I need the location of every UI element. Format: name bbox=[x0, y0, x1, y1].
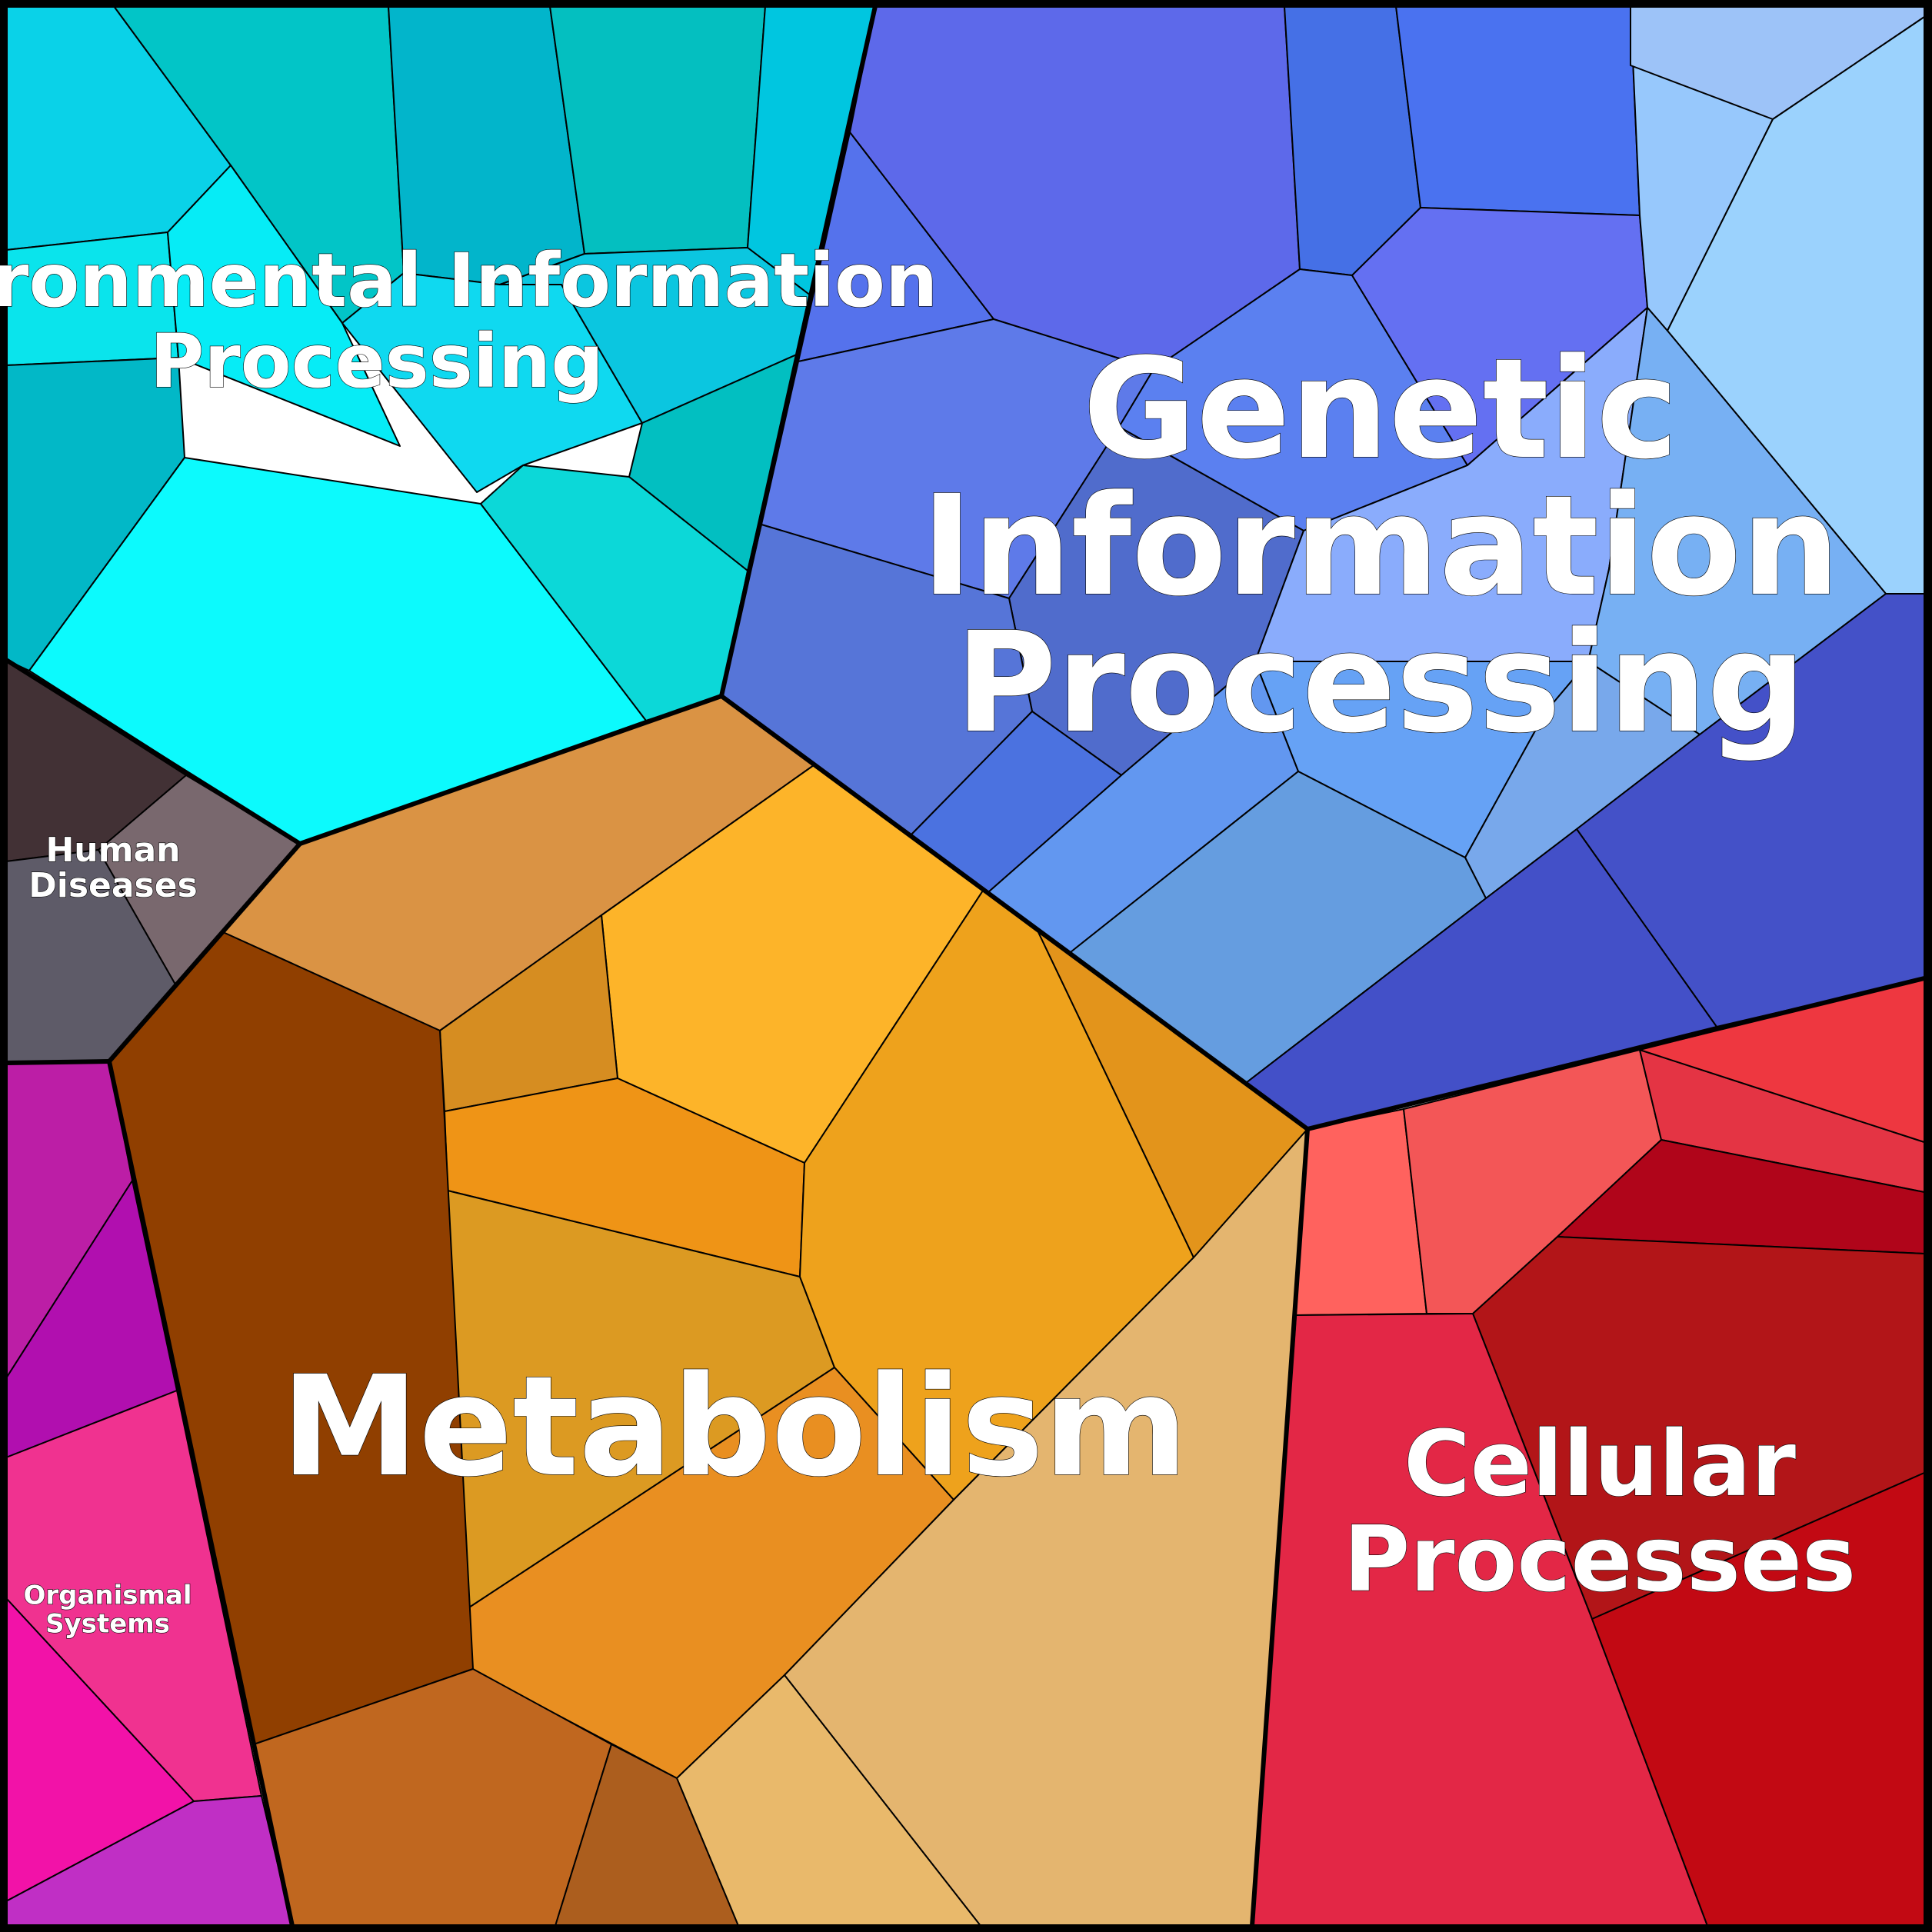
boundary-met-cp bbox=[1250, 1127, 1310, 1928]
env-cell bbox=[549, 5, 766, 255]
environmental-information-processing-cells bbox=[5, 5, 876, 844]
boundary-gip-met bbox=[719, 694, 1310, 1131]
gip-cell bbox=[1395, 5, 1641, 216]
boundary-gip-cp bbox=[1305, 976, 1927, 1131]
genetic-information-processing-cells bbox=[721, 5, 1925, 1130]
boundary-env-hd bbox=[4, 658, 302, 846]
metabolism-cells bbox=[108, 695, 1308, 1927]
cellular-processes-cells bbox=[1251, 978, 1925, 1927]
organismal-systems-cells bbox=[5, 1061, 293, 1927]
boundary-hd-met bbox=[107, 841, 302, 1064]
boundary-env-met bbox=[298, 694, 724, 846]
human-diseases-cells bbox=[5, 659, 301, 1062]
boundary-env-gip bbox=[719, 4, 878, 698]
boundary-hd-os bbox=[4, 1059, 112, 1065]
env-cell bbox=[167, 165, 401, 447]
boundary-os-met bbox=[107, 1059, 295, 1928]
category-boundaries bbox=[4, 4, 1927, 1928]
label-metabolism: Metabolism bbox=[281, 1347, 1188, 1507]
